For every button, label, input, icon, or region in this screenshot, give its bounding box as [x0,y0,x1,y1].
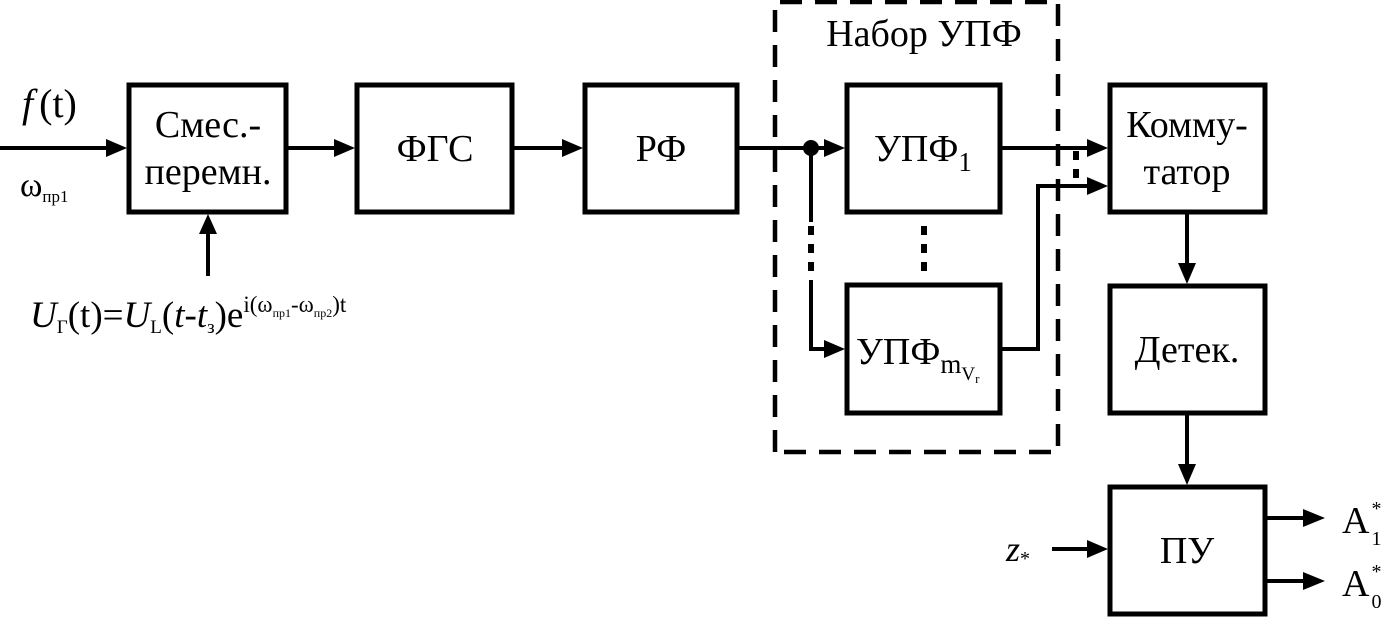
commutator-block [1107,82,1268,215]
detector-block [1107,283,1268,416]
upf1-to-commutator-arrowhead [1087,139,1108,157]
upf-set-boundary [772,0,1061,455]
output-a1-symbol: A [1342,500,1370,542]
input-signal-symbol: f [22,81,38,126]
output-a0-sup: * [1371,561,1381,583]
mixer-block [126,82,289,215]
upf1-block [844,82,1003,215]
commutator-to-detector-arrowhead [1178,263,1196,284]
split-line-lower [809,280,827,351]
fgs-block [354,82,515,215]
input-signal-arg: (t) [39,81,77,126]
output-a1-sub: 1 [1371,528,1381,550]
heterodyne-arrowhead [199,214,217,234]
upf-set-label: Набор УПФ [826,13,1022,55]
input-freq-sub: пр1 [42,187,68,206]
upfm-label-base: УПФ [856,331,940,373]
input-signal-label: f(t) [22,81,77,126]
output-a0-sub: 0 [1371,591,1381,613]
decision-label: ПУ [1160,530,1214,572]
upfm-label-subsub-r: r [975,371,980,386]
input-freq-symbol: ω [20,167,42,204]
upf1-label-base: УПФ [874,128,958,170]
output-a1-arrowhead [1303,509,1325,527]
mixer-to-fgs-arrowhead [334,139,355,157]
fgs-to-rf-arrowhead [562,139,583,157]
detector-to-decision-arrowhead [1178,464,1196,485]
output-a1-sup: * [1371,498,1381,520]
input-arrowhead [106,139,127,157]
threshold-sub: * [1020,548,1030,570]
upf1-label-sub: 1 [958,147,972,177]
commutator-label-line1: Комму- [1126,104,1247,146]
decision-block [1107,484,1268,617]
mixer-label-line1: Смес.- [155,104,261,146]
commutator-label-line2: татор [1143,151,1230,193]
fgs-label: ФГС [397,128,474,170]
threshold-arrowhead [1087,540,1108,558]
upf1-label: УПФ1 [874,128,972,177]
mixer-label-line2: перемн. [145,151,272,193]
rf-to-upf1-arrowhead [824,139,845,157]
threshold-label: z* [1005,529,1030,570]
upfm-label: УПФmVr [856,331,980,386]
output-a0-symbol: A [1342,563,1370,605]
upfm-to-commutator-arrowhead [1087,177,1108,195]
heterodyne-formula: UГ(t)=UL(t-tз)ei(ωпр1-ωпр2)t [30,292,347,338]
threshold-symbol: z [1005,529,1020,569]
rf-label: РФ [636,128,687,170]
rf-block [582,82,740,215]
upfm-label-sub: m [940,349,961,379]
detector-label: Детек. [1135,329,1240,371]
to-upfm-arrowhead [824,340,845,358]
output-a0-label: A* 0 [1342,561,1381,613]
upfm-block [844,282,1003,416]
upfm-to-commutator-line [1002,184,1090,351]
upfm-label-subsub-v: V [961,364,975,385]
input-freq-label: ωпр1 [20,167,69,206]
output-a1-label: A* 1 [1342,498,1381,550]
output-a0-arrowhead [1303,572,1325,590]
